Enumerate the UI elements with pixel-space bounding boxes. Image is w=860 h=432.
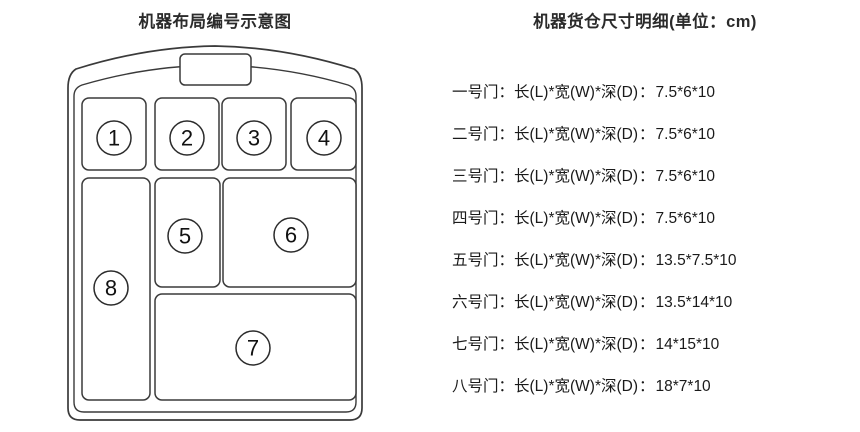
spec-door-label: 一号门：	[452, 84, 515, 101]
spec-value: 7.5*6*10	[655, 84, 715, 101]
spec-line: 四号门：长(L)*宽(W)*深(D)：7.5*6*10	[452, 198, 860, 240]
spec-separator: ：	[639, 84, 655, 101]
spec-line: 七号门：长(L)*宽(W)*深(D)：14*15*10	[452, 324, 860, 366]
slot-4[interactable]: 4	[290, 97, 357, 171]
spec-door-label: 四号门：	[452, 210, 515, 227]
spec-door-label: 三号门：	[452, 168, 515, 185]
spec-line: 五号门：长(L)*宽(W)*深(D)：13.5*7.5*10	[452, 240, 860, 282]
spec-line: 二号门：长(L)*宽(W)*深(D)：7.5*6*10	[452, 114, 860, 156]
dimensions-panel: 机器货仓尺寸明细(单位：cm) 一号门：长(L)*宽(W)*深(D)：7.5*6…	[430, 0, 860, 432]
spec-dims-label: 长(L)*宽(W)*深(D)	[514, 84, 638, 101]
slot-5-number: 5	[179, 224, 191, 249]
slot-2[interactable]: 2	[154, 97, 220, 171]
slot-7-number: 7	[247, 336, 259, 361]
spec-door-label: 二号门：	[452, 126, 515, 143]
spec-value: 7.5*6*10	[655, 126, 715, 143]
slot-4-badge	[306, 120, 342, 156]
slot-7[interactable]: 7	[154, 293, 357, 401]
spec-dims-label: 长(L)*宽(W)*深(D)	[514, 378, 638, 395]
slot-4-number: 4	[318, 126, 330, 151]
slot-1[interactable]: 1	[81, 97, 147, 171]
machine-display-screen	[179, 53, 252, 86]
slot-5-badge	[167, 218, 203, 254]
slot-6-badge	[273, 217, 309, 253]
slot-1-number: 1	[108, 126, 120, 151]
spec-dims-label: 长(L)*宽(W)*深(D)	[514, 252, 638, 269]
spec-door-label: 八号门：	[452, 378, 515, 395]
slot-8-number: 8	[105, 276, 117, 301]
spec-dims-label: 长(L)*宽(W)*深(D)	[514, 294, 638, 311]
spec-line: 一号门：长(L)*宽(W)*深(D)：7.5*6*10	[452, 72, 860, 114]
slot-1-badge	[96, 120, 132, 156]
slot-5[interactable]: 5	[154, 177, 221, 288]
spec-separator: ：	[639, 126, 655, 143]
spec-separator: ：	[639, 252, 655, 269]
slot-7-badge	[235, 330, 271, 366]
spec-separator: ：	[639, 378, 655, 395]
slot-8[interactable]: 8	[81, 177, 151, 401]
slot-6-number: 6	[285, 223, 297, 248]
slot-6[interactable]: 6	[222, 177, 357, 288]
slot-3-badge	[236, 120, 272, 156]
slot-3-number: 3	[248, 126, 260, 151]
spec-separator: ：	[639, 336, 655, 353]
spec-dims-label: 长(L)*宽(W)*深(D)	[514, 210, 638, 227]
spec-value: 14*15*10	[655, 336, 720, 353]
left-panel-title: 机器布局编号示意图	[138, 13, 292, 31]
slot-2-number: 2	[181, 126, 193, 151]
spec-line: 三号门：长(L)*宽(W)*深(D)：7.5*6*10	[452, 156, 860, 198]
spec-value: 13.5*14*10	[655, 294, 733, 311]
machine-layout-panel: 机器布局编号示意图 1 2 3 4	[67, 13, 363, 421]
spec-door-label: 七号门：	[452, 336, 515, 353]
spec-value: 13.5*7.5*10	[655, 252, 737, 269]
spec-dims-label: 长(L)*宽(W)*深(D)	[514, 168, 638, 185]
spec-line: 六号门：长(L)*宽(W)*深(D)：13.5*14*10	[452, 282, 860, 324]
spec-door-label: 六号门：	[452, 294, 515, 311]
slot-8-badge	[93, 270, 129, 306]
dimension-spec-list: 一号门：长(L)*宽(W)*深(D)：7.5*6*10 二号门：长(L)*宽(W…	[452, 72, 860, 408]
spec-dims-label: 长(L)*宽(W)*深(D)	[514, 336, 638, 353]
spec-value: 7.5*6*10	[655, 210, 715, 227]
spec-dims-label: 长(L)*宽(W)*深(D)	[514, 126, 638, 143]
slot-2-badge	[169, 120, 205, 156]
spec-separator: ：	[639, 210, 655, 227]
spec-line: 八号门：长(L)*宽(W)*深(D)：18*7*10	[452, 366, 860, 408]
right-panel-title: 机器货仓尺寸明细(单位：cm)	[533, 13, 757, 31]
spec-door-label: 五号门：	[452, 252, 515, 269]
slot-3[interactable]: 3	[221, 97, 287, 171]
spec-value: 7.5*6*10	[655, 168, 715, 185]
spec-separator: ：	[639, 168, 655, 185]
machine-layout-diagram: 1 2 3 4 8 5	[67, 45, 363, 421]
spec-separator: ：	[639, 294, 655, 311]
spec-value: 18*7*10	[655, 378, 711, 395]
